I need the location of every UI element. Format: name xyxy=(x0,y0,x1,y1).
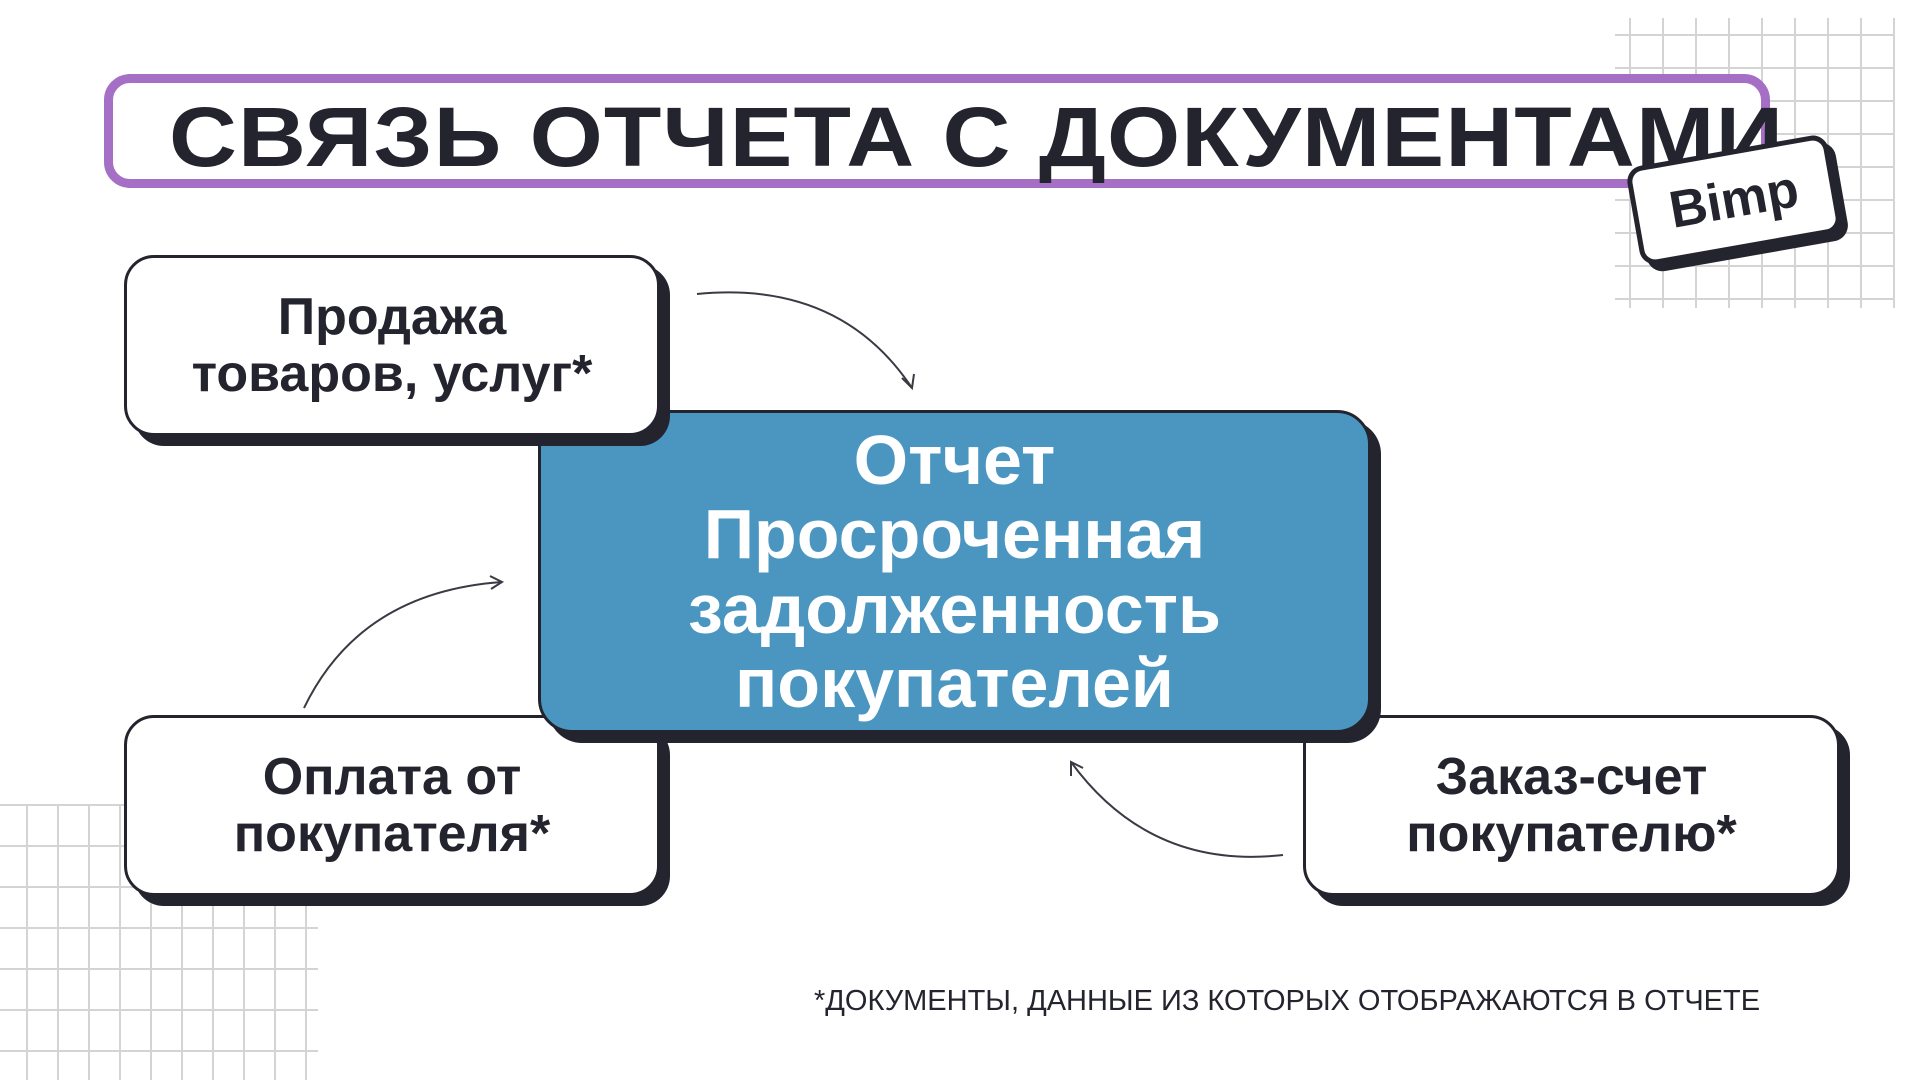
report-card: Отчет Просроченная задолженность покупат… xyxy=(538,410,1371,733)
page-title: СВЯЗЬ ОТЧЕТА С ДОКУМЕНТАМИ xyxy=(169,90,1785,184)
report-line: задолженность xyxy=(688,569,1221,648)
card-line: Оплата от xyxy=(262,748,522,807)
card-line: Продажа xyxy=(277,288,507,347)
card-line: Заказ-счет xyxy=(1435,748,1708,807)
arrow-order-to-report xyxy=(1070,761,1284,858)
card-line: покупателя* xyxy=(233,804,551,863)
card-line: покупателю* xyxy=(1406,804,1737,863)
footnote: *ДОКУМЕНТЫ, ДАННЫЕ ИЗ КОТОРЫХ ОТОБРАЖАЮТ… xyxy=(814,985,1761,1017)
report-line: Отчет xyxy=(853,421,1056,500)
arrow-head xyxy=(1070,760,1084,776)
card-line: товаров, услуг* xyxy=(191,344,593,403)
report-line: покупателей xyxy=(735,643,1174,722)
arrow-sale-to-report xyxy=(696,291,913,389)
title-banner: СВЯЗЬ ОТЧЕТА С ДОКУМЕНТАМИ xyxy=(104,74,1783,188)
arrow-payment-to-report xyxy=(303,581,503,709)
report-line: Просроченная xyxy=(703,495,1206,574)
arrow-head xyxy=(489,575,505,590)
arrow-head xyxy=(901,373,915,391)
